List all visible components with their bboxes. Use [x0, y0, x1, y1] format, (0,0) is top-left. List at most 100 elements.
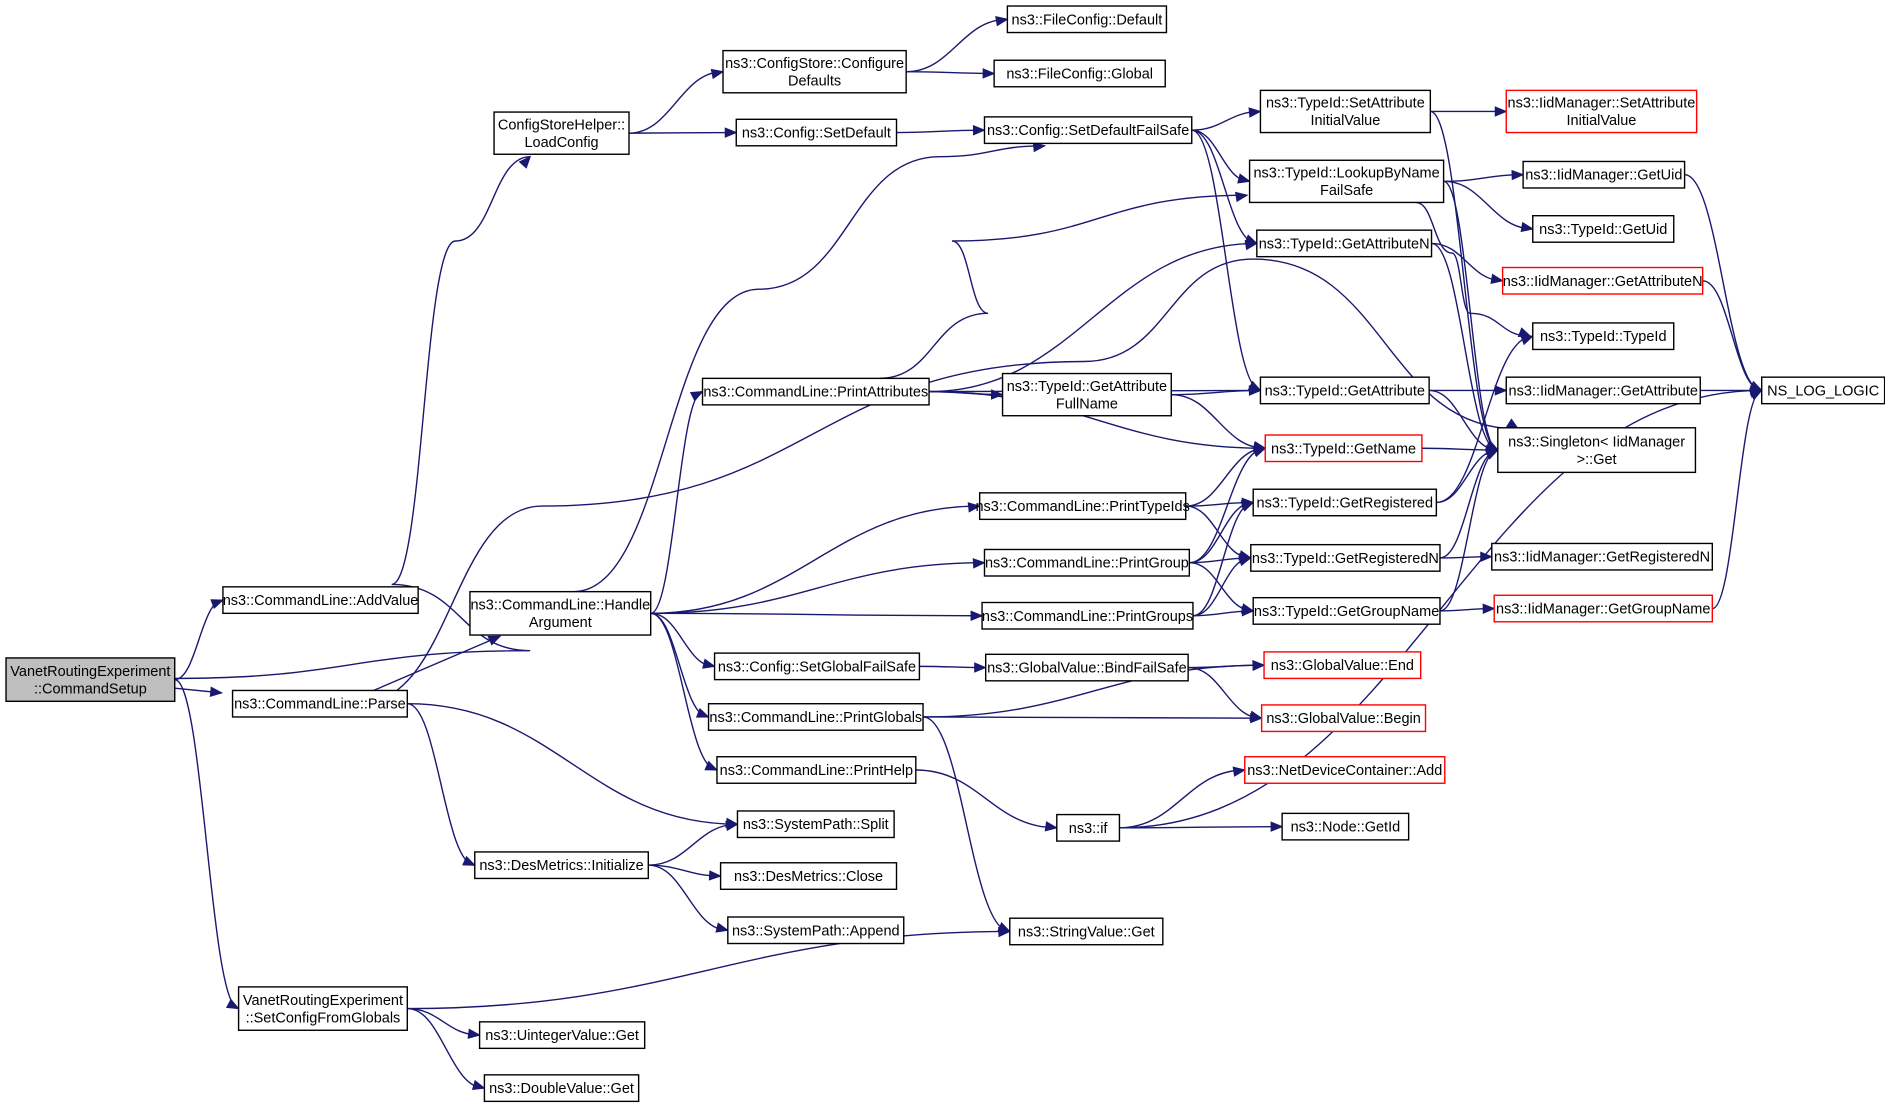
node-label: ns3::FileConfig::Global [1006, 67, 1153, 83]
node-box [1252, 488, 1438, 517]
node-tgetuid[interactable]: ns3::TypeId::GetUid [1532, 214, 1675, 243]
arrowhead-icon [972, 558, 986, 569]
edge-loadconfig-to-configdefaults [629, 68, 725, 134]
node-split[interactable]: ns3::SystemPath::Split [736, 810, 895, 839]
node-label: LoadConfig [524, 135, 598, 151]
node-label: ns3::CommandLine::Handle [470, 598, 650, 614]
node-label: ns3::GlobalValue::End [1271, 658, 1414, 674]
node-ttypeid[interactable]: ns3::TypeId::TypeId [1532, 322, 1675, 351]
node-iidgetregn[interactable]: ns3::IidManager::GetRegisteredN [1491, 542, 1714, 571]
node-fcglobal[interactable]: ns3::FileConfig::Global [993, 59, 1166, 88]
node-parse[interactable]: ns3::CommandLine::Parse [231, 689, 408, 718]
node-ndcadd[interactable]: ns3::NetDeviceContainer::Add [1244, 756, 1446, 784]
node-gvbegin[interactable]: ns3::GlobalValue::Begin [1260, 704, 1427, 733]
node-cmdsetup[interactable]: VanetRoutingExperiment::CommandSetup [5, 657, 176, 703]
edge-line [1436, 335, 1533, 504]
node-tgetregisteredn[interactable]: ns3::TypeId::GetRegisteredN [1250, 543, 1441, 572]
edge-handlearg-to-printglobals [650, 612, 710, 718]
edge-line [1191, 129, 1257, 245]
node-box [993, 59, 1166, 88]
edge-setglobalfs-to-bindfs [919, 662, 988, 673]
node-stringget[interactable]: ns3::StringValue::Get [1009, 917, 1164, 946]
node-box [1260, 704, 1427, 733]
edge-tgetgroupname-to-singleton [1439, 449, 1500, 612]
node-desinit[interactable]: ns3::DesMetrics::Initialize [474, 851, 649, 880]
edge-parse-to-handlearg [373, 635, 502, 692]
node-bindfs[interactable]: ns3::GlobalValue::BindFailSafe [984, 653, 1189, 682]
arrowhead-icon [689, 391, 704, 402]
arrowhead-icon [1237, 173, 1251, 184]
node-gvend[interactable]: ns3::GlobalValue::End [1263, 651, 1422, 680]
node-setdefault[interactable]: ns3::Config::SetDefault [735, 118, 898, 147]
edge-configdefaults-to-fcdefault [906, 16, 1009, 73]
node-box [5, 657, 176, 703]
node-box [1264, 434, 1423, 463]
node-printhelp[interactable]: ns3::CommandLine::PrintHelp [716, 756, 917, 784]
node-iidgetuid[interactable]: ns3::IidManager::GetUid [1522, 160, 1686, 189]
edge-line [1119, 825, 1283, 829]
edge-line [896, 129, 985, 134]
node-loadconfig[interactable]: ConfigStoreHelper::LoadConfig [493, 111, 630, 155]
arrowhead-icon [995, 16, 1009, 27]
edge-printgroups-to-tgetregistered [1192, 501, 1255, 617]
node-box [1056, 813, 1121, 842]
node-tgetgroupname[interactable]: ns3::TypeId::GetGroupName [1252, 596, 1441, 625]
edge-line [629, 70, 724, 134]
node-box [1501, 266, 1704, 295]
node-tgetattrn[interactable]: ns3::TypeId::GetAttributeN [1256, 229, 1433, 258]
node-append[interactable]: ns3::SystemPath::Append [727, 916, 905, 945]
node-box [1532, 214, 1675, 243]
arrowhead-icon [990, 389, 1004, 400]
edge-line [648, 823, 738, 866]
node-printtypeids[interactable]: ns3::CommandLine::PrintTypeIds [975, 492, 1190, 521]
node-singleton[interactable]: ns3::Singleton< IidManager>::Get [1497, 427, 1697, 474]
node-tgetname[interactable]: ns3::TypeId::GetName [1264, 434, 1423, 463]
edge-handlearg-to-setdefaultfs [573, 141, 1047, 593]
node-setglobalfs[interactable]: ns3::Config::SetGlobalFailSafe [713, 652, 921, 681]
arrowhead-icon [1250, 712, 1263, 724]
node-nslog[interactable]: NS_LOG_LOGIC [1761, 376, 1885, 405]
node-nodegetid[interactable]: ns3::Node::GetId [1281, 812, 1410, 841]
node-label: ns3::IidManager::GetAttribute [1509, 383, 1698, 399]
edge-configdefaults-to-fcglobal [906, 68, 996, 79]
node-nsif[interactable]: ns3::if [1056, 813, 1121, 842]
edge-tgetattr-to-iidgetattr [1429, 385, 1508, 396]
node-doubleget[interactable]: ns3::DoubleValue::Get [483, 1074, 640, 1103]
node-printglobals[interactable]: ns3::CommandLine::PrintGlobals [707, 703, 924, 731]
edge-printglobals-to-gvend [923, 660, 1266, 718]
edge-line [1443, 180, 1499, 451]
node-uintget[interactable]: ns3::UintegerValue::Get [478, 1021, 646, 1050]
edge-bindfs-to-gvbegin [1188, 666, 1263, 721]
node-setconfigglobals[interactable]: VanetRoutingExperiment::SetConfigFromGlo… [237, 986, 408, 1031]
node-iidgetgroupname[interactable]: ns3::IidManager::GetGroupName [1493, 594, 1714, 623]
node-iidgetattrn[interactable]: ns3::IidManager::GetAttributeN [1501, 266, 1704, 295]
node-label: ns3::TypeId::GetGroupName [1254, 604, 1439, 620]
node-setdefaultfs[interactable]: ns3::Config::SetDefaultFailSafe [983, 116, 1193, 145]
node-box [1256, 229, 1433, 258]
node-tgetattr[interactable]: ns3::TypeId::GetAttribute [1259, 376, 1430, 405]
node-box [469, 590, 652, 636]
edge-line [923, 664, 1265, 718]
node-tgetregistered[interactable]: ns3::TypeId::GetRegistered [1252, 488, 1438, 517]
node-printgroups[interactable]: ns3::CommandLine::PrintGroups [981, 601, 1194, 630]
node-label: ns3::TypeId::GetRegistered [1257, 495, 1434, 511]
node-fcdefault[interactable]: ns3::FileConfig::Default [1006, 5, 1168, 34]
edge-line [407, 1007, 485, 1089]
node-box [222, 586, 419, 615]
node-printattrs[interactable]: ns3::CommandLine::PrintAttributes [701, 377, 930, 406]
node-desclose[interactable]: ns3::DesMetrics::Close [719, 862, 898, 890]
node-iidgetattr[interactable]: ns3::IidManager::GetAttribute [1505, 376, 1701, 405]
node-addvalue[interactable]: ns3::CommandLine::AddValue [222, 586, 419, 615]
node-box [736, 810, 895, 839]
node-iidsetattrinit[interactable]: ns3::IidManager::SetAttributeInitialValu… [1505, 89, 1698, 134]
edge-line [407, 703, 475, 866]
node-label: ns3::IidManager::GetAttributeN [1503, 274, 1703, 290]
node-label: NS_LOG_LOGIC [1767, 383, 1879, 399]
node-printgroup[interactable]: ns3::CommandLine::PrintGroup [983, 548, 1191, 577]
node-label: ns3::TypeId::GetAttributeN [1259, 236, 1430, 252]
